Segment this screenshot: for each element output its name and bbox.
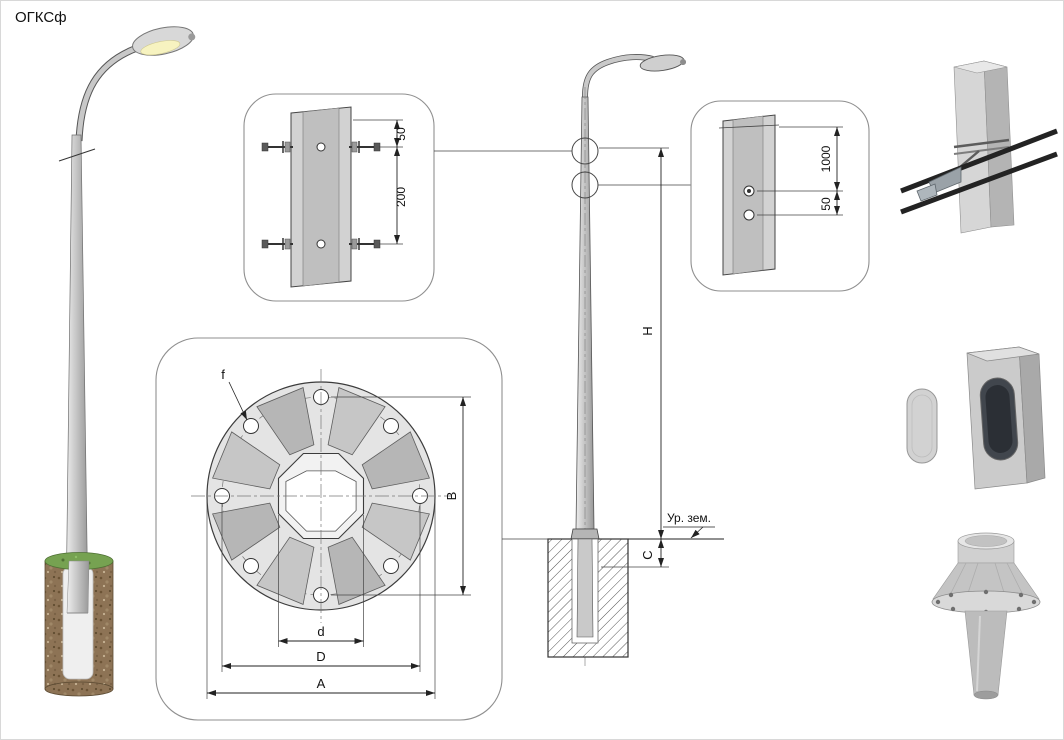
pole-embedded	[576, 538, 594, 638]
gusset-ribs	[212, 387, 430, 605]
pole-in-slot	[66, 560, 90, 614]
label-d: d	[317, 624, 324, 639]
foundation-3d	[44, 552, 114, 697]
door-cover	[906, 388, 938, 464]
centerlines	[191, 369, 451, 623]
render-cable-clamp	[900, 60, 1058, 234]
cable	[900, 151, 1058, 215]
wedge-clamp-tip	[916, 183, 938, 202]
lamp-head-elevation	[639, 54, 687, 72]
label-C: C	[640, 550, 655, 559]
ground-level-label: Ур. зем.	[667, 511, 711, 525]
dimension-extension-lines	[757, 126, 843, 216]
shoe-bottom	[973, 690, 999, 700]
arm	[582, 54, 654, 98]
pole-3d-render	[44, 26, 196, 697]
detail-callout-circle-top	[571, 137, 599, 165]
bolt-hole	[316, 239, 326, 249]
pole-shaft-3d	[65, 134, 89, 614]
bolt-hole	[316, 142, 326, 152]
door-opening	[979, 377, 1019, 461]
detail-view-side-section: 1000 50	[690, 100, 870, 292]
pole-elevation-drawing: Ур. зем. H C	[434, 54, 724, 669]
cable	[900, 128, 1058, 194]
strap-band	[953, 146, 1010, 155]
dim-A-extensions	[206, 501, 436, 699]
render-base-shoe	[931, 532, 1041, 700]
dim-label-50-top: 50	[394, 127, 408, 141]
dim-d-extensions	[278, 515, 364, 647]
label-B: B	[444, 492, 459, 501]
f-leader-line	[228, 381, 248, 421]
shoe-flange-ring	[931, 590, 1041, 614]
pole-face-top	[953, 60, 1008, 74]
pole-break-mark	[58, 148, 96, 162]
drawing-title: ОГКСф	[15, 9, 67, 26]
base-flange	[570, 528, 600, 540]
dim-label-200: 200	[394, 187, 408, 207]
label-f: f	[221, 367, 225, 382]
pole-face-top	[966, 346, 1040, 362]
dim-D-extensions	[221, 504, 421, 672]
dim-B-extensions	[331, 396, 471, 596]
pole-arm	[76, 45, 138, 142]
flange-plan-detail: f B d D A	[155, 337, 503, 721]
render-access-door	[906, 346, 1046, 490]
dim-label-50-side: 50	[819, 197, 833, 211]
label-A: A	[317, 676, 326, 691]
cable-hole	[743, 209, 755, 221]
label-H: H	[640, 326, 655, 335]
label-D: D	[316, 649, 325, 664]
shoe-lower-tube	[964, 610, 1008, 696]
detail-frame	[690, 100, 870, 292]
detail-callout-circle-bottom	[571, 171, 599, 199]
detail-view-upper-section: 50 200	[243, 93, 435, 302]
lamp-head	[132, 26, 196, 56]
break-line	[718, 124, 780, 129]
ground-leader-arrow	[690, 526, 704, 539]
strap-band	[953, 138, 1010, 149]
dim-label-1000: 1000	[819, 145, 833, 172]
